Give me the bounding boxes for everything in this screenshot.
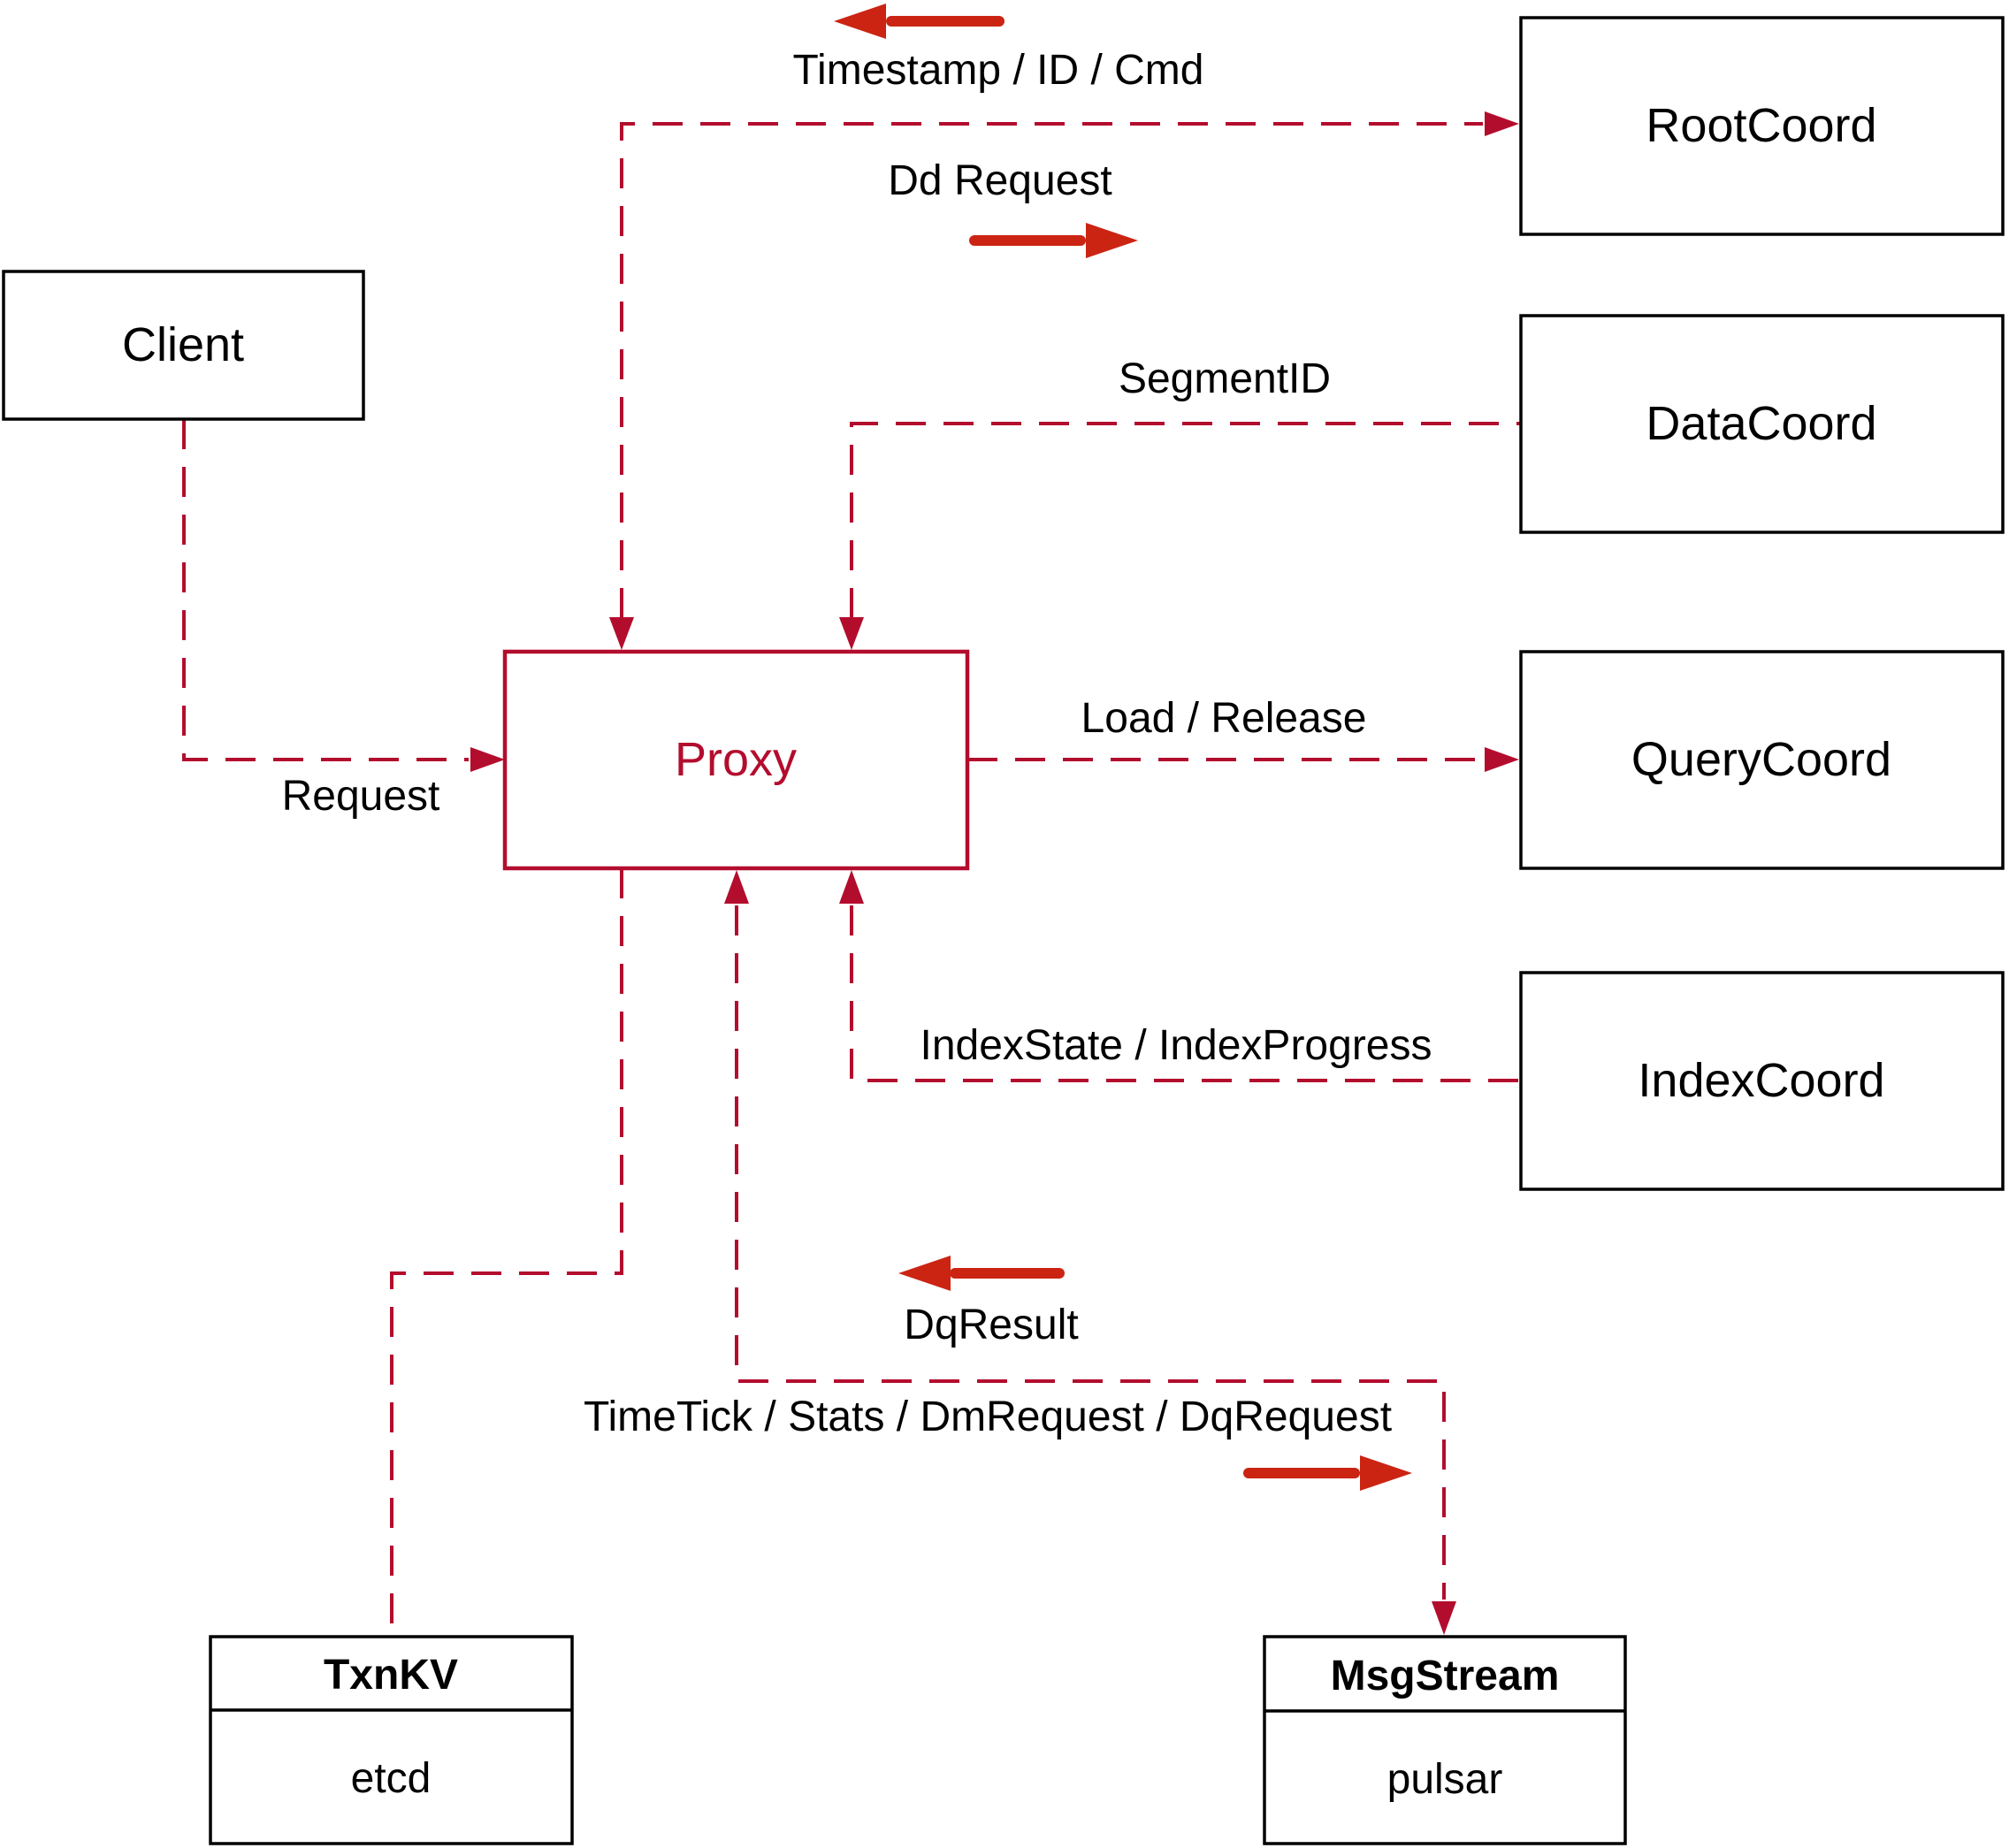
querycoord-box <box>1519 650 2005 870</box>
edge-proxy-txnkv <box>390 868 623 1637</box>
direction-arrow-right-top-head <box>1086 223 1138 258</box>
msgstream-title: MsgStream <box>1331 1653 1560 1699</box>
direction-arrow-right-bottom-head <box>1360 1455 1412 1491</box>
arrowhead-into-proxy-top-right <box>839 617 864 650</box>
indexcoord-label: IndexCoord <box>1638 1054 1884 1107</box>
arrowhead-into-querycoord <box>1485 747 1519 772</box>
txnkv-box <box>209 1635 574 1845</box>
label-index-state: IndexState / IndexProgress <box>920 1022 1432 1069</box>
arrowhead-into-rootcoord <box>1485 111 1519 136</box>
arrowhead-into-proxy-left <box>470 747 505 772</box>
datacoord-box <box>1519 314 2005 534</box>
msgstream-box <box>1263 1635 1627 1845</box>
querycoord-label: QueryCoord <box>1631 733 1891 786</box>
datacoord-label: DataCoord <box>1646 397 1876 450</box>
client-label: Client <box>122 318 244 371</box>
client-box <box>2 270 365 421</box>
label-timestamp-id-cmd: Timestamp / ID / Cmd <box>793 47 1204 94</box>
edge-indexcoord-proxy <box>850 905 1521 1082</box>
edge-proxy-msgstream <box>735 905 1446 1600</box>
txnkv-title: TxnKV <box>324 1652 458 1699</box>
proxy-box <box>502 649 970 871</box>
edge-proxy-rootcoord <box>620 122 1483 618</box>
label-segment-id: SegmentID <box>1119 355 1331 402</box>
proxy-label: Proxy <box>675 733 797 786</box>
edge-datacoord-proxy <box>850 422 1521 618</box>
label-request: Request <box>282 773 440 820</box>
direction-arrow-left-top-head <box>834 4 886 39</box>
arrowhead-into-proxy-top-left <box>609 617 634 650</box>
label-dd-request: Dd Request <box>888 157 1111 204</box>
label-dq-result: DqResult <box>904 1302 1078 1348</box>
arrowhead-into-proxy-bottom-right <box>839 870 864 904</box>
arrowhead-into-proxy-bottom-mid <box>724 870 749 904</box>
msgstream-subtitle: pulsar <box>1387 1756 1503 1803</box>
rootcoord-label: RootCoord <box>1646 99 1876 152</box>
arrowhead-into-msgstream <box>1432 1601 1456 1635</box>
rootcoord-box <box>1519 16 2005 236</box>
label-load-release: Load / Release <box>1081 695 1367 742</box>
label-timetick: TimeTick / Stats / DmRequest / DqRequest <box>584 1394 1392 1440</box>
indexcoord-box <box>1519 971 2005 1191</box>
edge-client-proxy <box>182 419 469 761</box>
txnkv-subtitle: etcd <box>351 1755 432 1802</box>
direction-arrow-left-bottom-head <box>898 1256 951 1291</box>
